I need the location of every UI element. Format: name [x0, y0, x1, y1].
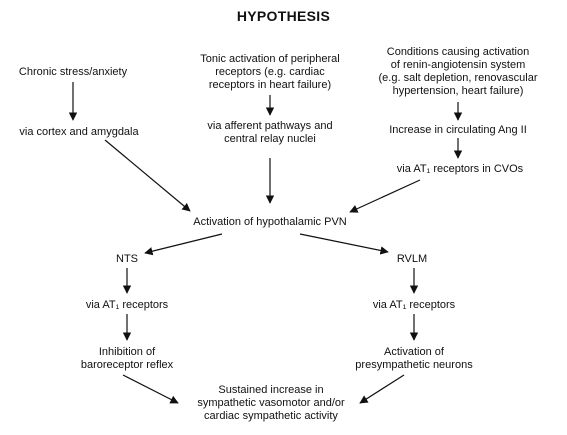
node-nts: NTS — [116, 253, 138, 265]
arrow-pvn-to-nts — [144, 233, 223, 256]
node-tonic-activation: Tonic activation of peripheral receptors… — [200, 53, 340, 91]
node-sustained-increase: Sustained increase in sympathetic vasomo… — [197, 384, 345, 422]
diagram-title: HYPOTHESIS — [236, 8, 331, 24]
arrow-cvos-to-pvn — [349, 179, 421, 213]
arrow-presympathetic-to-sustained — [359, 374, 405, 404]
arrow-cortex-to-pvn — [104, 139, 191, 212]
node-via-cortex: via cortex and amygdala — [19, 126, 139, 138]
node-chronic-stress: Chronic stress/anxiety — [18, 66, 128, 78]
node-increase-ang: Increase in circulating Ang II — [389, 124, 527, 136]
arrow-inhibition-to-sustained — [122, 374, 179, 404]
node-rvlm: RVLM — [396, 253, 428, 265]
node-inhibition-baroreflex: Inhibition of baroreceptor reflex — [80, 346, 174, 371]
node-via-at1-left: via AT₁ receptors — [85, 299, 169, 311]
node-activation-pvn: Activation of hypothalamic PVN — [193, 216, 347, 228]
node-via-afferent: via afferent pathways and central relay … — [207, 120, 333, 145]
node-via-at1-right: via AT₁ receptors — [372, 299, 456, 311]
node-conditions-ras: Conditions causing activation of renin-a… — [378, 46, 538, 97]
node-activation-presympathetic: Activation of presympathetic neurons — [355, 346, 473, 371]
arrow-pvn-to-rvlm — [299, 233, 389, 255]
node-via-at1-cvos: via AT₁ receptors in CVOs — [396, 163, 524, 175]
